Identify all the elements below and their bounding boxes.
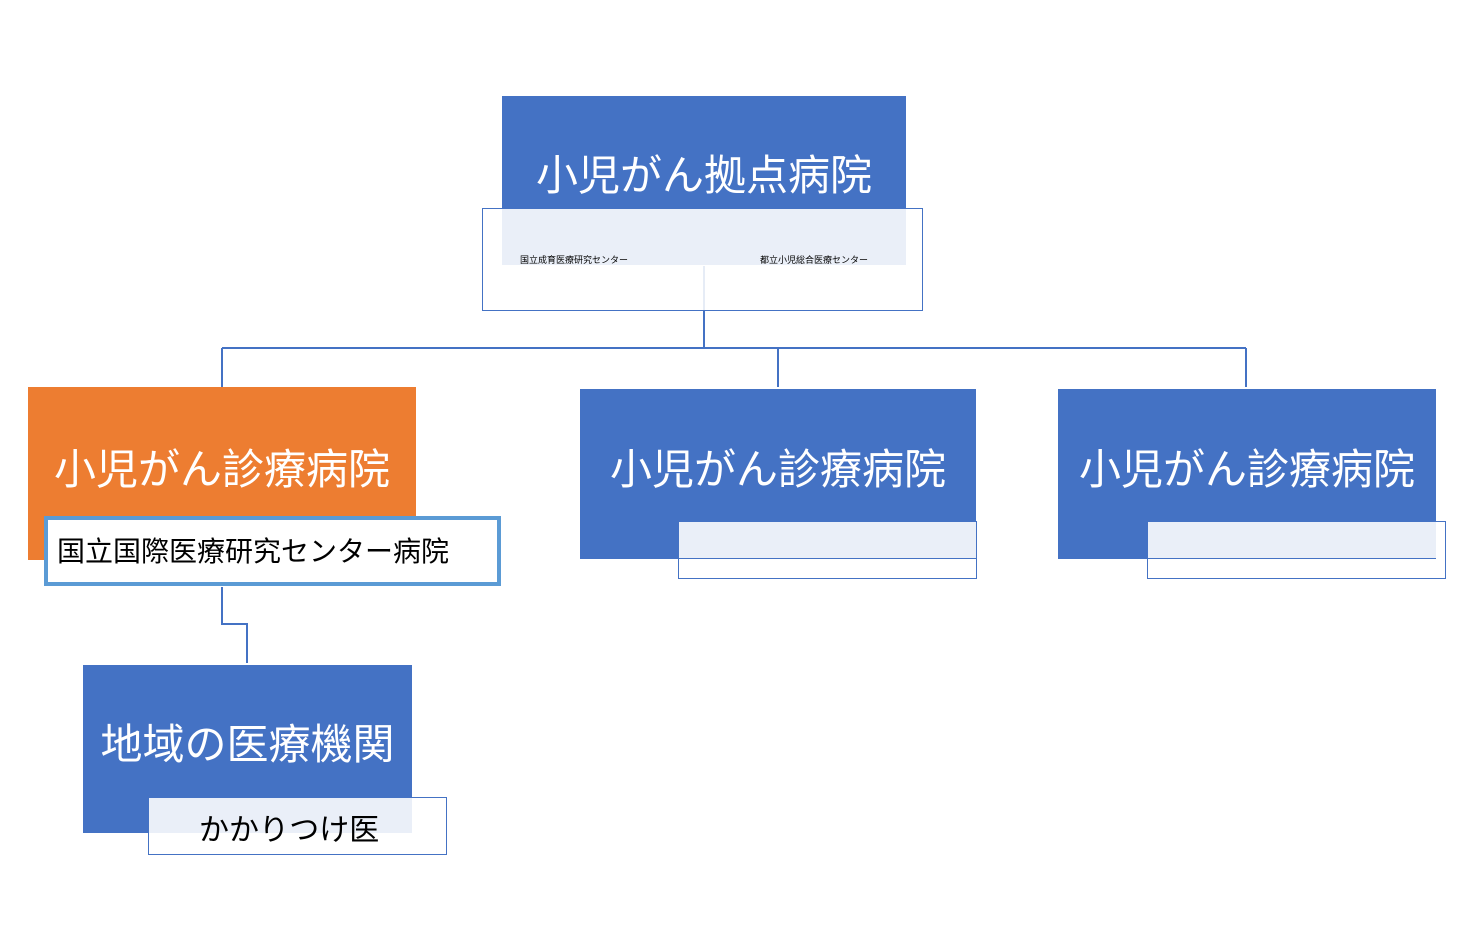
connector-left-to-bottom xyxy=(221,587,248,663)
middle-node-right-sub-fill xyxy=(1147,522,1436,558)
bottom-node-label: 地域の医療機関 xyxy=(100,720,395,769)
middle-node-center-label: 小児がん診療病院 xyxy=(609,445,946,494)
top-node-sub-left: 国立成育医療研究センター xyxy=(520,256,629,266)
middle-node-left-sub-label: 国立国際医療研究センター病院 xyxy=(57,535,450,568)
middle-node-left-label: 小児がん診療病院 xyxy=(53,445,390,494)
middle-node-center-sub-fill xyxy=(678,522,976,558)
bottom-node-sub-fill xyxy=(148,798,412,833)
middle-node-right-label: 小児がん診療病院 xyxy=(1078,445,1415,494)
middle-node-center-sub-box xyxy=(678,521,977,579)
top-node-sub-fill xyxy=(502,209,906,265)
top-node-sub-right: 都立小児総合医療センター xyxy=(760,256,869,266)
top-node-sub-box xyxy=(482,208,923,311)
middle-node-left-sub-box xyxy=(44,516,501,586)
middle-node-right-sub-box xyxy=(1147,521,1446,579)
bottom-node-sub-label: かかりつけ医 xyxy=(199,813,380,848)
top-node-label: 小児がん拠点病院 xyxy=(535,151,872,200)
bottom-node-sub-box xyxy=(148,797,447,855)
